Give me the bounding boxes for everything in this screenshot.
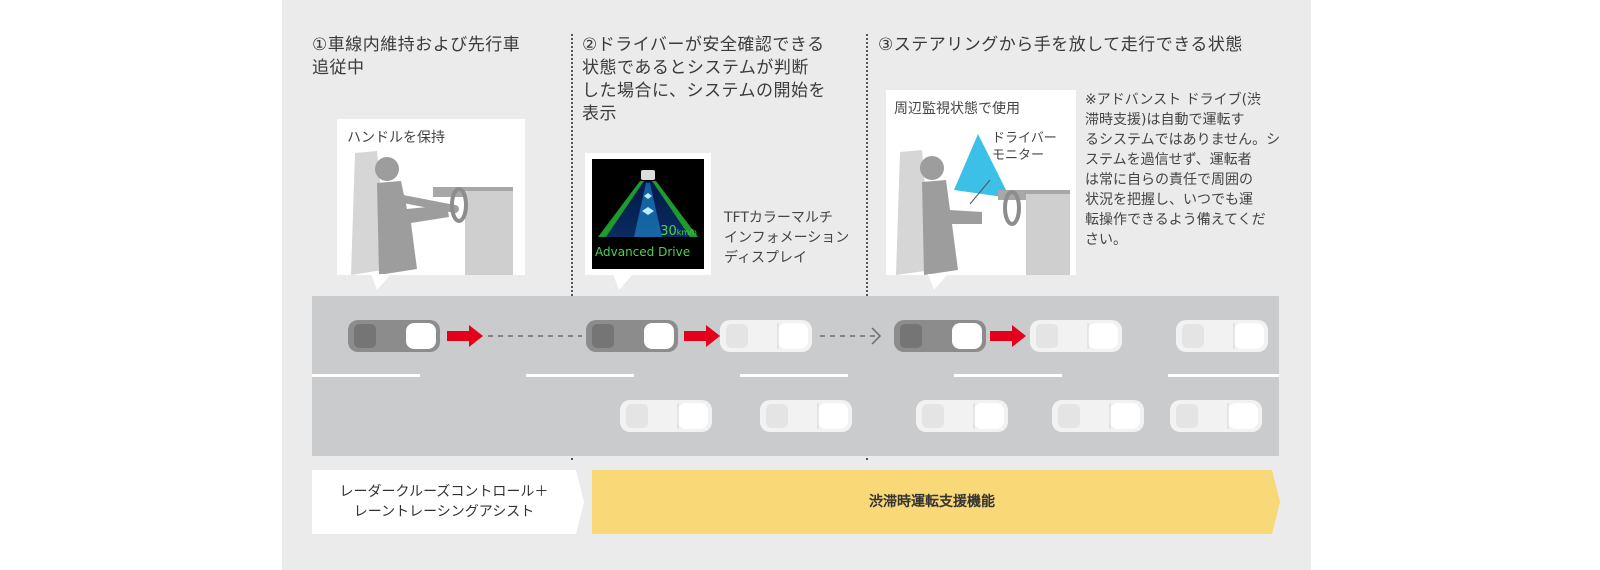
lane-marking: [954, 374, 1062, 377]
callout-hands-off-pointer: [928, 274, 948, 290]
display-mode: Advanced Drive: [595, 245, 691, 259]
callout-hands-off: 周辺監視状態で使用 ドライバー モニター: [886, 90, 1076, 290]
callout-hands-on-pointer: [371, 274, 391, 290]
mode-bar-left: [312, 470, 584, 534]
stage-divider-2: [866, 34, 868, 460]
stage-1-title: ①車線内維持および先行車 追従中: [312, 35, 521, 78]
mode-bar-right: [592, 470, 1280, 534]
transition-chevron: [871, 327, 882, 345]
stage-divider-1: [571, 34, 573, 460]
callout-hands-off-label: 周辺監視状態で使用: [894, 101, 1020, 117]
lane-marking: [1168, 374, 1279, 377]
mode-label-left: レーダークルーズコントロール＋ レーントレーシングアシスト: [339, 484, 549, 520]
tft-display-screen: [592, 159, 704, 269]
stage-3-title: ③ステアリングから手を放して走行できる状態: [878, 35, 1243, 55]
callout-display: 30km/h Advanced Drive: [585, 153, 711, 290]
callout-hands-on-label: ハンドルを保持: [347, 130, 445, 146]
mode-label-right: 渋滞時運転支援機能: [869, 494, 995, 510]
disclaimer-note: ※アドバンスト ドライブ(渋 滞時支援)は自動で運転す るシステムではありません…: [1085, 92, 1281, 248]
stage-2-title: ②ドライバーが安全確認できる 状態であるとシステムが判断 した場合に、システムの…: [582, 35, 826, 124]
display-speed: 30km/h: [660, 224, 697, 239]
lane-marking: [526, 374, 634, 377]
driver-monitor-illustration: [896, 134, 1070, 275]
driver-monitor-label: ドライバー モニター: [992, 131, 1057, 163]
tft-display-caption: TFTカラーマルチ インフォメーション ディスプレイ: [724, 210, 850, 266]
driver-hands-on-illustration: [351, 151, 513, 275]
callout-display-pointer: [613, 274, 633, 290]
callout-hands-on: ハンドルを保持: [337, 119, 525, 290]
lane-marking: [740, 374, 848, 377]
lane-marking: [312, 374, 420, 377]
